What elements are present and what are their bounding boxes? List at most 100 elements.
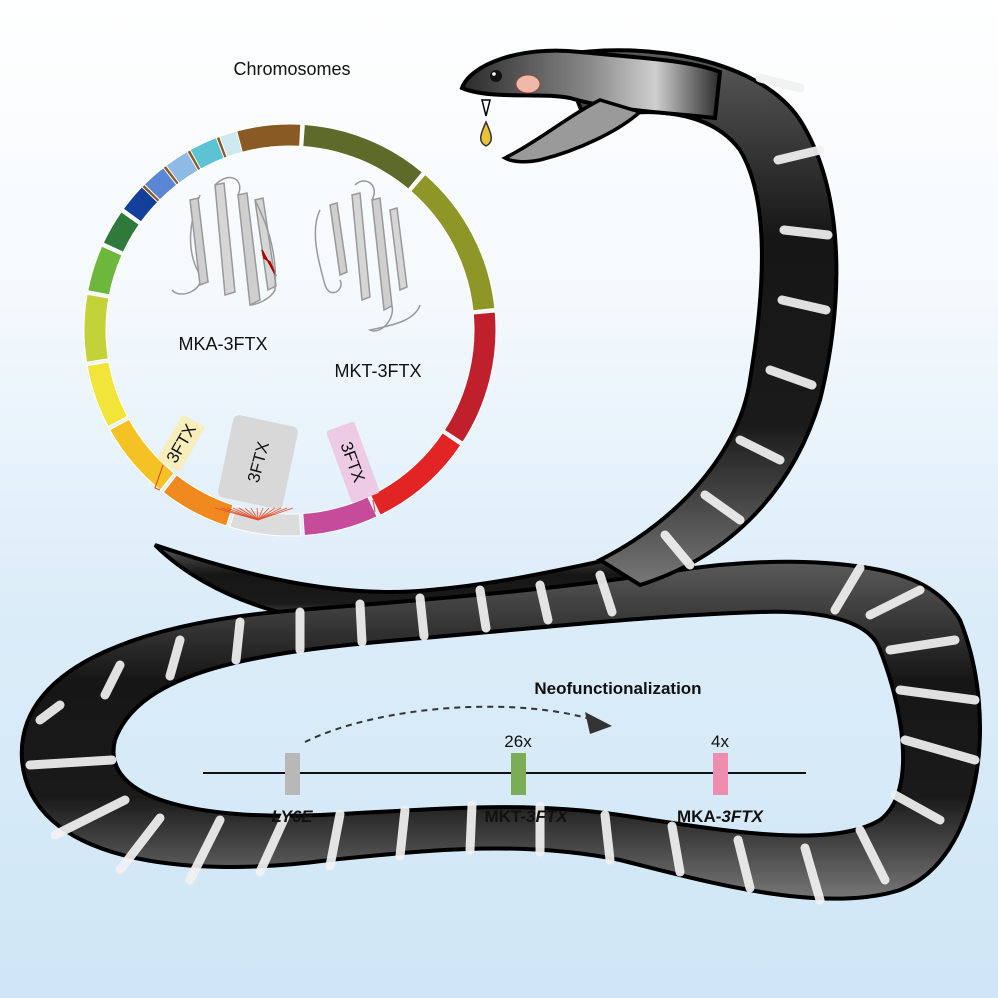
gene-label-prefix: MKT- [484, 807, 526, 826]
arrow-head-icon [585, 712, 612, 734]
snake-loop [19, 559, 982, 901]
gene-cluster-line [257, 507, 276, 521]
chromosome-segment-chr-14 [122, 186, 159, 223]
snake-band [25, 755, 117, 770]
chromosome-segment-chr-7 [229, 505, 302, 537]
chromosome-segment-chr-18 [218, 130, 243, 158]
gene-track-title: Neofunctionalization [534, 679, 701, 698]
venom-drop [480, 120, 492, 147]
snake-band [777, 295, 831, 315]
gene-cluster-lines [214, 507, 294, 521]
gene-tag-connector [154, 464, 164, 491]
gene-label-mka: MKA-3FTX [677, 807, 765, 826]
snake-band [735, 435, 785, 465]
snake-band [535, 580, 553, 625]
gene-tag-connector [372, 499, 376, 513]
snake-band [325, 809, 345, 871]
gene-label-ly6e: LY6E [271, 807, 313, 826]
gene-cluster-line [250, 507, 259, 521]
gene-copies-mkt: 26x [504, 732, 532, 751]
chromosome-segment-chr-3 [410, 173, 496, 312]
snake-band [755, 73, 805, 93]
gene-cluster-line [244, 507, 259, 521]
snake-band [865, 585, 925, 620]
snake-band [465, 800, 477, 855]
snake [19, 48, 982, 905]
gene-label-italic: 3FTX [721, 807, 764, 826]
snake-band [231, 617, 245, 665]
beta-strand [254, 197, 277, 292]
snake-eye [490, 70, 502, 82]
beta-strand [329, 202, 348, 277]
gene-cluster-line [256, 507, 259, 521]
chromosome-segment-chr-6 [302, 496, 378, 537]
gene-cluster-line [232, 507, 259, 521]
gene-tag-bg [218, 415, 298, 509]
protein-loop [314, 209, 342, 294]
gene-label-mkt: MKT-3FTX [484, 807, 569, 826]
snake-band [830, 563, 865, 615]
beta-strand [237, 192, 261, 307]
snake-band [355, 599, 367, 647]
snake-fang [481, 99, 491, 117]
snake-band [595, 570, 617, 617]
chromosome-segment-chr-15 [143, 166, 178, 201]
chromosome-segment-chr-11 [83, 293, 110, 363]
protein-label-mka: MKA-3FTX [178, 334, 267, 354]
snake-band [50, 795, 130, 840]
snake-band [600, 810, 615, 865]
beta-strand [371, 197, 393, 312]
protein-loop [354, 180, 421, 332]
chromosome-segment-chr-4 [443, 311, 497, 443]
snake-band [100, 660, 125, 700]
gene-label-italic: 3FTX [526, 807, 569, 826]
protein-mka [171, 176, 277, 307]
gene-box-mkt [511, 753, 526, 795]
beta-strand [351, 192, 371, 302]
highlight-strand-icon [261, 249, 277, 277]
chromosome-ring: Chromosomes [83, 59, 497, 537]
snake-band [475, 585, 491, 633]
snake-band [415, 593, 429, 641]
snake-band [895, 685, 980, 705]
snake-band [255, 812, 290, 877]
snake-band [115, 813, 165, 875]
snake-head-top [459, 48, 723, 121]
snake-band [395, 805, 410, 861]
protein-mkt [314, 180, 421, 332]
snake-band [185, 815, 225, 885]
gene-cluster-line [226, 507, 259, 521]
gene-box-ly6e [285, 753, 300, 795]
snake-band [667, 821, 685, 877]
snake-band [765, 365, 817, 390]
snake-jaw [501, 98, 644, 164]
chromosome-segment-chr-16 [165, 150, 199, 184]
snake-band [733, 835, 755, 893]
beta-strand [389, 207, 408, 292]
gene-label-prefix: MKA- [677, 807, 721, 826]
chromosome-segment-chr-2 [302, 123, 424, 190]
gene-tag-bg [326, 422, 380, 502]
gene-copies-mka: 4x [711, 732, 729, 751]
chromosome-segment-chr-5 [369, 432, 462, 516]
chromosome-segment-chr-13 [102, 211, 140, 253]
chromosome-segment-chr-12 [87, 245, 123, 296]
gene-cluster-line [238, 507, 259, 521]
snake-band [855, 825, 890, 885]
beta-strand [214, 182, 236, 296]
beta-strand [189, 197, 209, 287]
snake-band [800, 843, 825, 905]
chromosome-ring-title: Chromosomes [233, 59, 350, 79]
chromosome-segment-chr-8 [162, 474, 234, 527]
gene-tag-2: 3FTX [218, 415, 298, 509]
eye-highlight [492, 72, 496, 76]
snake-band [779, 225, 833, 240]
snake-band [900, 735, 980, 765]
snake-bands [25, 73, 980, 905]
gene-cluster-line [257, 507, 264, 521]
chromosome-segment-chr-9 [109, 418, 175, 491]
gene-tag-bg [157, 415, 205, 472]
snake-band [890, 790, 945, 825]
gene-box-mka [713, 753, 728, 795]
